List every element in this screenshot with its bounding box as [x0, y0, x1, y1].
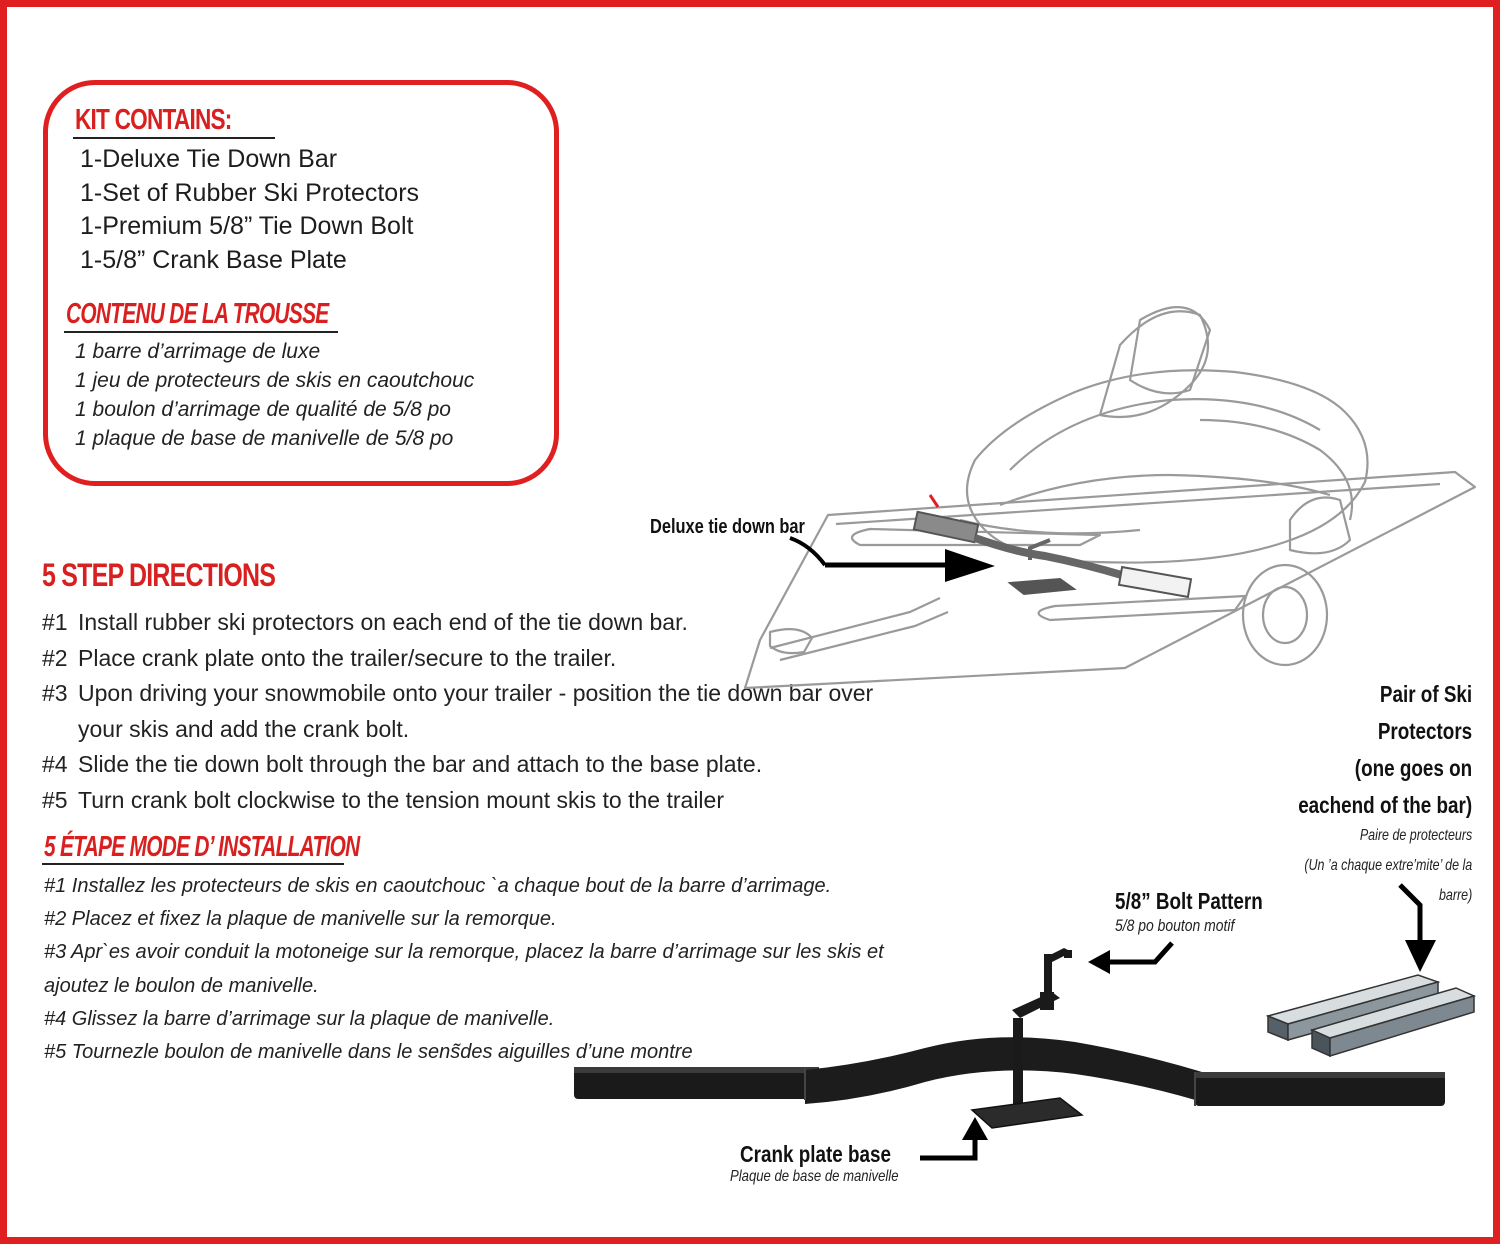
step-text: Turn crank bolt clockwise to the tension… — [78, 786, 724, 813]
kit-title-underline — [73, 137, 275, 139]
callout-line: eachend of the bar) — [1298, 792, 1472, 818]
kit-item-french: 1 jeu de protecteurs de skis en caoutcho… — [75, 369, 475, 392]
step-text: Upon driving your snowmobile onto your t… — [78, 680, 874, 742]
step-text: Slide the tie down bolt through the bar … — [78, 751, 763, 777]
direction-step: #3 Upon driving your snowmobile onto your… — [42, 676, 882, 747]
step-number: #4 — [42, 751, 68, 777]
callout-line: (one goes on — [1354, 755, 1472, 781]
etape-step: #3 Apr`es avoir conduit la motoneige sur… — [44, 941, 884, 997]
etape-step: #1 Installez les protecteurs de skis en … — [44, 875, 832, 897]
kit-item-french: 1 plaque de base de manivelle de 5/8 po — [75, 427, 454, 450]
crank-bolt — [1012, 948, 1072, 1120]
bar-right-end — [1195, 1072, 1445, 1106]
step-number: #2 — [42, 644, 68, 671]
kit-item-list: 1-Deluxe Tie Down Bar 1-Set of Rubber Sk… — [80, 143, 419, 277]
callout-line: Pair of Ski — [1379, 681, 1472, 707]
arrow-bolt-pattern — [1088, 941, 1174, 974]
etape-title: 5 ÉTAPE MODE D’ INSTALLATION — [44, 831, 360, 863]
direction-step: #1 Install rubber ski protectors on each … — [42, 605, 882, 641]
arrow-crank-plate — [920, 1117, 988, 1161]
callout-crank-plate: Crank plate base — [740, 1141, 891, 1167]
etape-title-underline — [42, 863, 344, 865]
callout-line: barre) — [1438, 887, 1472, 904]
kit-item: 1-Deluxe Tie Down Bar — [80, 145, 338, 173]
step-number: #3 — [42, 680, 68, 706]
bar-left-end — [574, 1067, 819, 1099]
trailer-deck — [743, 470, 1477, 690]
ski-protector-small-right — [1117, 565, 1193, 599]
tie-down-bar-large — [574, 1037, 1445, 1106]
etape-step: #5 Tournezle boulon de manivelle dans le… — [44, 1041, 693, 1064]
snowmobile-windshield — [1128, 306, 1212, 395]
callout-bolt-pattern: 5/8” Bolt Pattern — [1115, 888, 1263, 914]
directions-title: 5 STEP DIRECTIONS — [42, 557, 276, 593]
kit-item: 1-5/8” Crank Base Plate — [80, 245, 347, 274]
arrow-ski-protectors — [1398, 883, 1436, 972]
step-number: #1 — [42, 609, 68, 635]
step-number: #5 — [42, 786, 68, 813]
ski-right — [1037, 594, 1247, 622]
etape-step: #2 Placez et fixez la plaque de manivell… — [44, 908, 557, 931]
red-marker — [928, 494, 940, 508]
ski-protector-small-left — [912, 510, 980, 544]
kit-contents-box — [43, 80, 559, 486]
bar-center — [805, 1037, 1215, 1106]
kit-item-french: 1 boulon d’arrimage de qualité de 5/8 po — [75, 398, 451, 421]
callout-ski-protectors-french: Paire de protecteurs (Un ’a chaque extre… — [1304, 821, 1472, 911]
directions-list: #1 Install rubber ski protectors on each … — [42, 605, 882, 818]
direction-step: #5 Turn crank bolt clockwise to the tensi… — [42, 783, 882, 819]
snowmobile-trailer-drawing — [743, 306, 1477, 690]
callout-ski-protectors: Pair of Ski Protectors (one goes on each… — [1298, 676, 1472, 824]
kit-title-french: CONTENU DE LA TROUSSE — [66, 298, 329, 330]
trailer-tongue — [769, 597, 949, 662]
trailer-wheel — [1241, 563, 1329, 667]
kit-item: 1-Premium 5/8” Tie Down Bolt — [80, 212, 414, 240]
kit-item-list-french: 1 barre d’arrimage de luxe 1 jeu de prot… — [75, 337, 474, 453]
callout-line: (Un ’a chaque extre’mite’ de la — [1304, 857, 1472, 874]
kit-title-french-underline — [64, 331, 338, 333]
etape-list: #1 Installez les protecteurs de skis en … — [44, 870, 904, 1069]
step-text: Install rubber ski protectors on each en… — [78, 609, 688, 635]
tie-down-bar-small — [912, 510, 1193, 599]
etape-step: #4 Glissez la barre d’arrimage sur la pl… — [44, 1007, 555, 1030]
direction-step: #2 Place crank plate onto the trailer/sec… — [42, 641, 882, 677]
crank-plate — [970, 1097, 1084, 1129]
kit-title: KIT CONTAINS: — [75, 104, 232, 136]
ski-protectors-pair — [1265, 974, 1477, 1058]
step-text: Place crank plate onto the trailer/secur… — [78, 644, 617, 671]
callout-line: Protectors — [1377, 718, 1472, 744]
callout-deluxe-bar: Deluxe tie down bar — [650, 516, 805, 538]
callout-line: Paire de protecteurs — [1359, 827, 1472, 844]
callout-crank-plate-french: Plaque de base de manivelle — [730, 1168, 899, 1185]
kit-item-french: 1 barre d’arrimage de luxe — [75, 340, 321, 363]
arrow-deluxe-bar — [789, 536, 995, 582]
kit-item: 1-Set of Rubber Ski Protectors — [80, 178, 420, 207]
direction-step: #4 Slide the tie down bolt through the ba… — [42, 747, 882, 783]
callout-bolt-pattern-french: 5/8 po bouton motif — [1115, 916, 1235, 935]
